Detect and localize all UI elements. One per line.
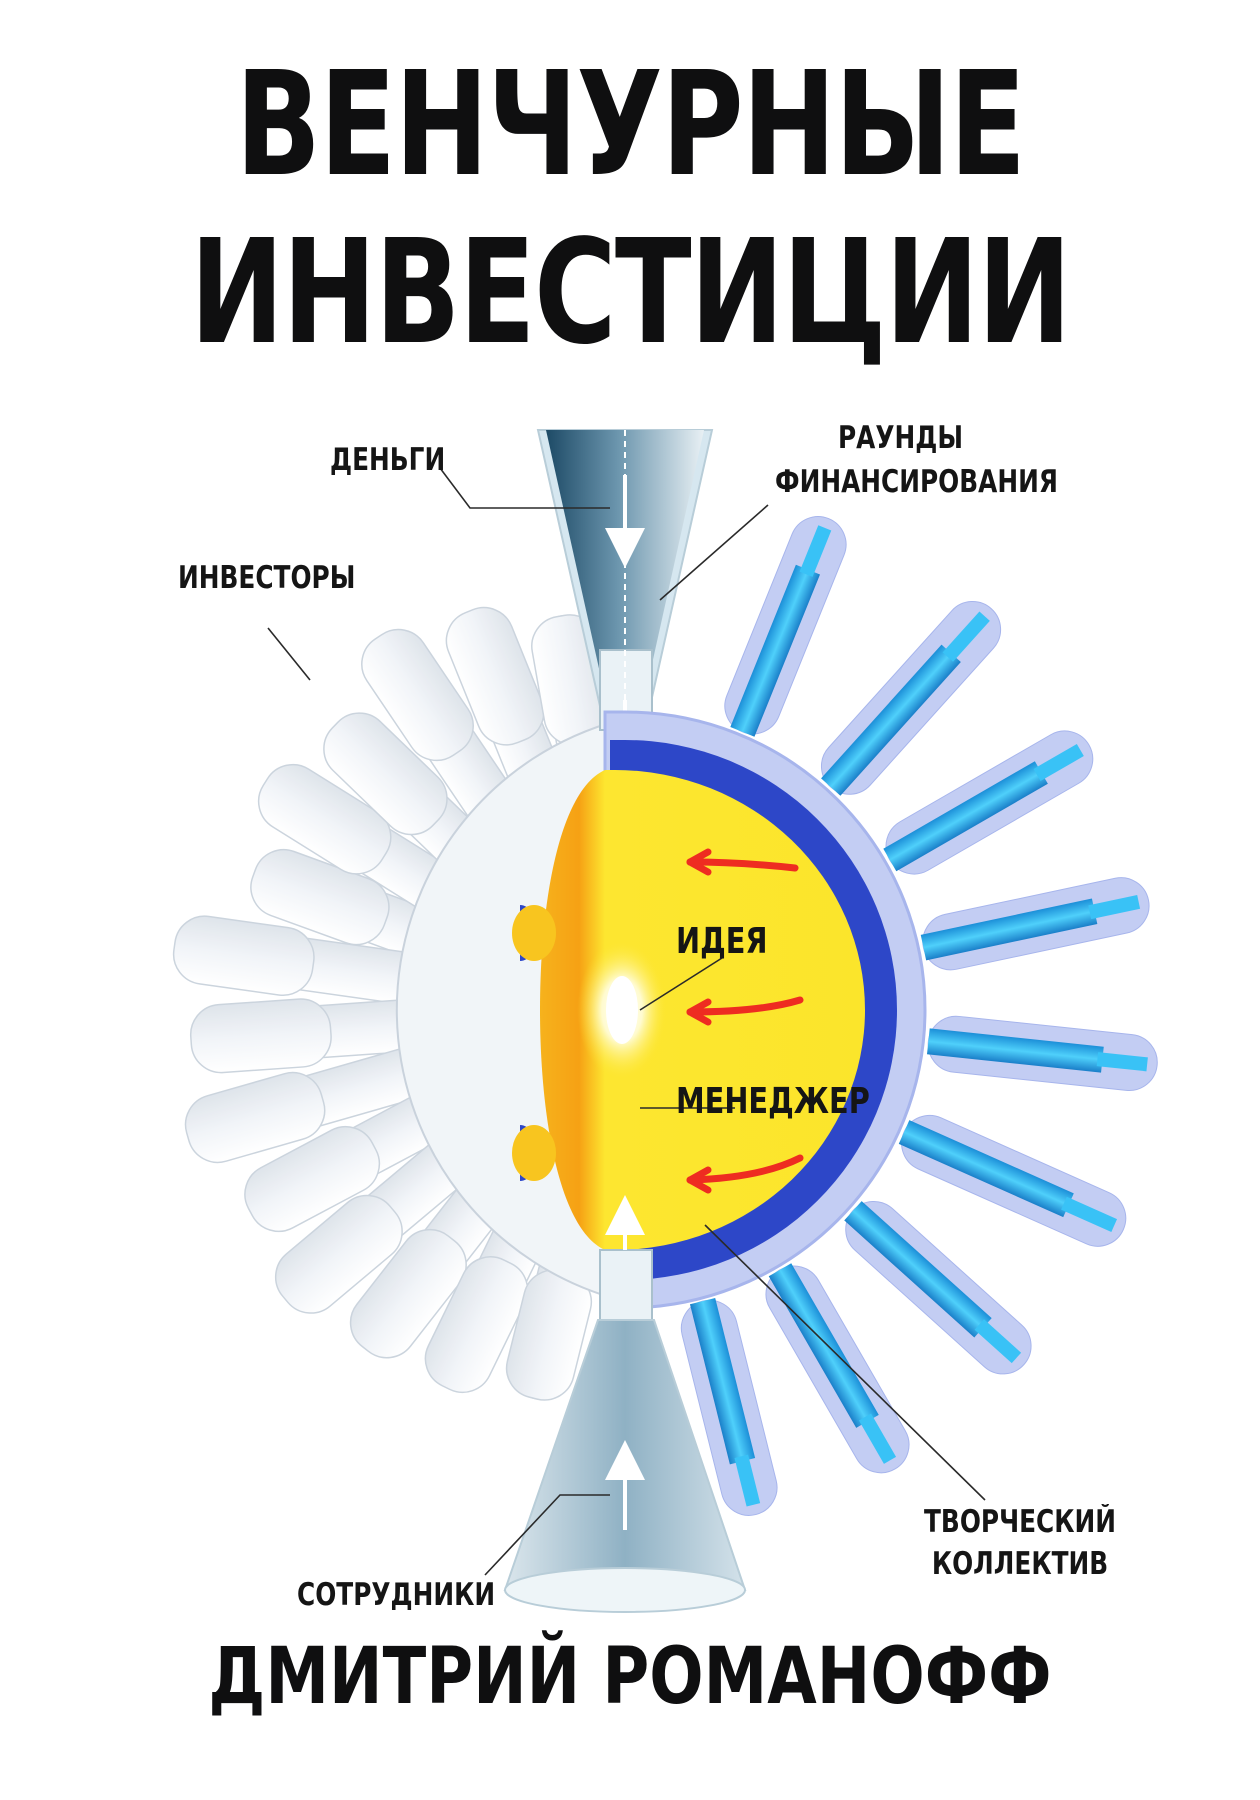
flow-arrows (686, 848, 804, 1194)
label-rounds-2: ФИНАНСИРОВАНИЯ (775, 464, 1058, 500)
callout-lines (267, 467, 986, 1576)
label-team-1: ТВОРЧЕСКИЙ (924, 1504, 1117, 1540)
label-employees: СОТРУДНИКИ (297, 1577, 496, 1613)
title-line-1: ВЕНЧУРНЫЕ (235, 40, 1026, 208)
author-name: ДМИТРИЙ РОМАНОФФ (208, 1632, 1052, 1722)
label-team-2: КОЛЛЕКТИВ (931, 1546, 1109, 1582)
label-money: ДЕНЬГИ (330, 442, 446, 478)
title-line-2: ИНВЕСТИЦИИ (189, 208, 1072, 376)
label-manager: МЕНЕДЖЕР (676, 1081, 870, 1122)
employees-funnel (503, 1195, 747, 1613)
label-idea: ИДЕЯ (676, 921, 768, 962)
label-rounds-1: РАУНДЫ (838, 420, 964, 456)
label-investors: ИНВЕСТОРЫ (178, 560, 356, 596)
